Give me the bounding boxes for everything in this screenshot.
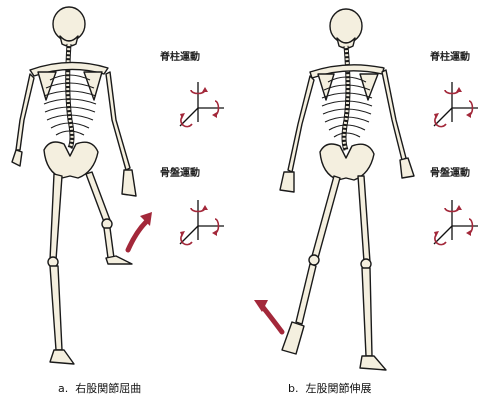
rotation-axis-icon bbox=[180, 200, 224, 245]
panel-b: 脊柱運動 骨盤運動 bbox=[254, 9, 478, 370]
panel-a: 脊柱運動 骨盤運動 bbox=[12, 7, 224, 364]
skeleton-b bbox=[280, 9, 414, 370]
caption-letter-a: a. bbox=[58, 382, 68, 395]
rotation-axis-icon bbox=[434, 82, 478, 127]
caption-letter-b: b. bbox=[288, 382, 298, 395]
spine-motion-label-b: 脊柱運動 bbox=[429, 50, 470, 63]
spine-motion-label-a: 脊柱運動 bbox=[159, 50, 200, 63]
caption-b: b. 左股関節伸展 bbox=[288, 380, 371, 396]
rotation-axis-icon bbox=[434, 200, 478, 245]
caption-a: a. 右股関節屈曲 bbox=[58, 380, 141, 396]
caption-text-b: 左股関節伸展 bbox=[305, 382, 371, 395]
caption-text-a: 右股関節屈曲 bbox=[75, 382, 141, 395]
pelvis-motion-label-b: 骨盤運動 bbox=[430, 166, 470, 179]
pelvis-motion-label-a: 骨盤運動 bbox=[160, 166, 200, 179]
curved-motion-arrow-b bbox=[254, 300, 282, 332]
rotation-axis-icon bbox=[180, 82, 224, 127]
skeleton-a bbox=[12, 7, 136, 364]
curved-motion-arrow-a bbox=[128, 212, 152, 250]
